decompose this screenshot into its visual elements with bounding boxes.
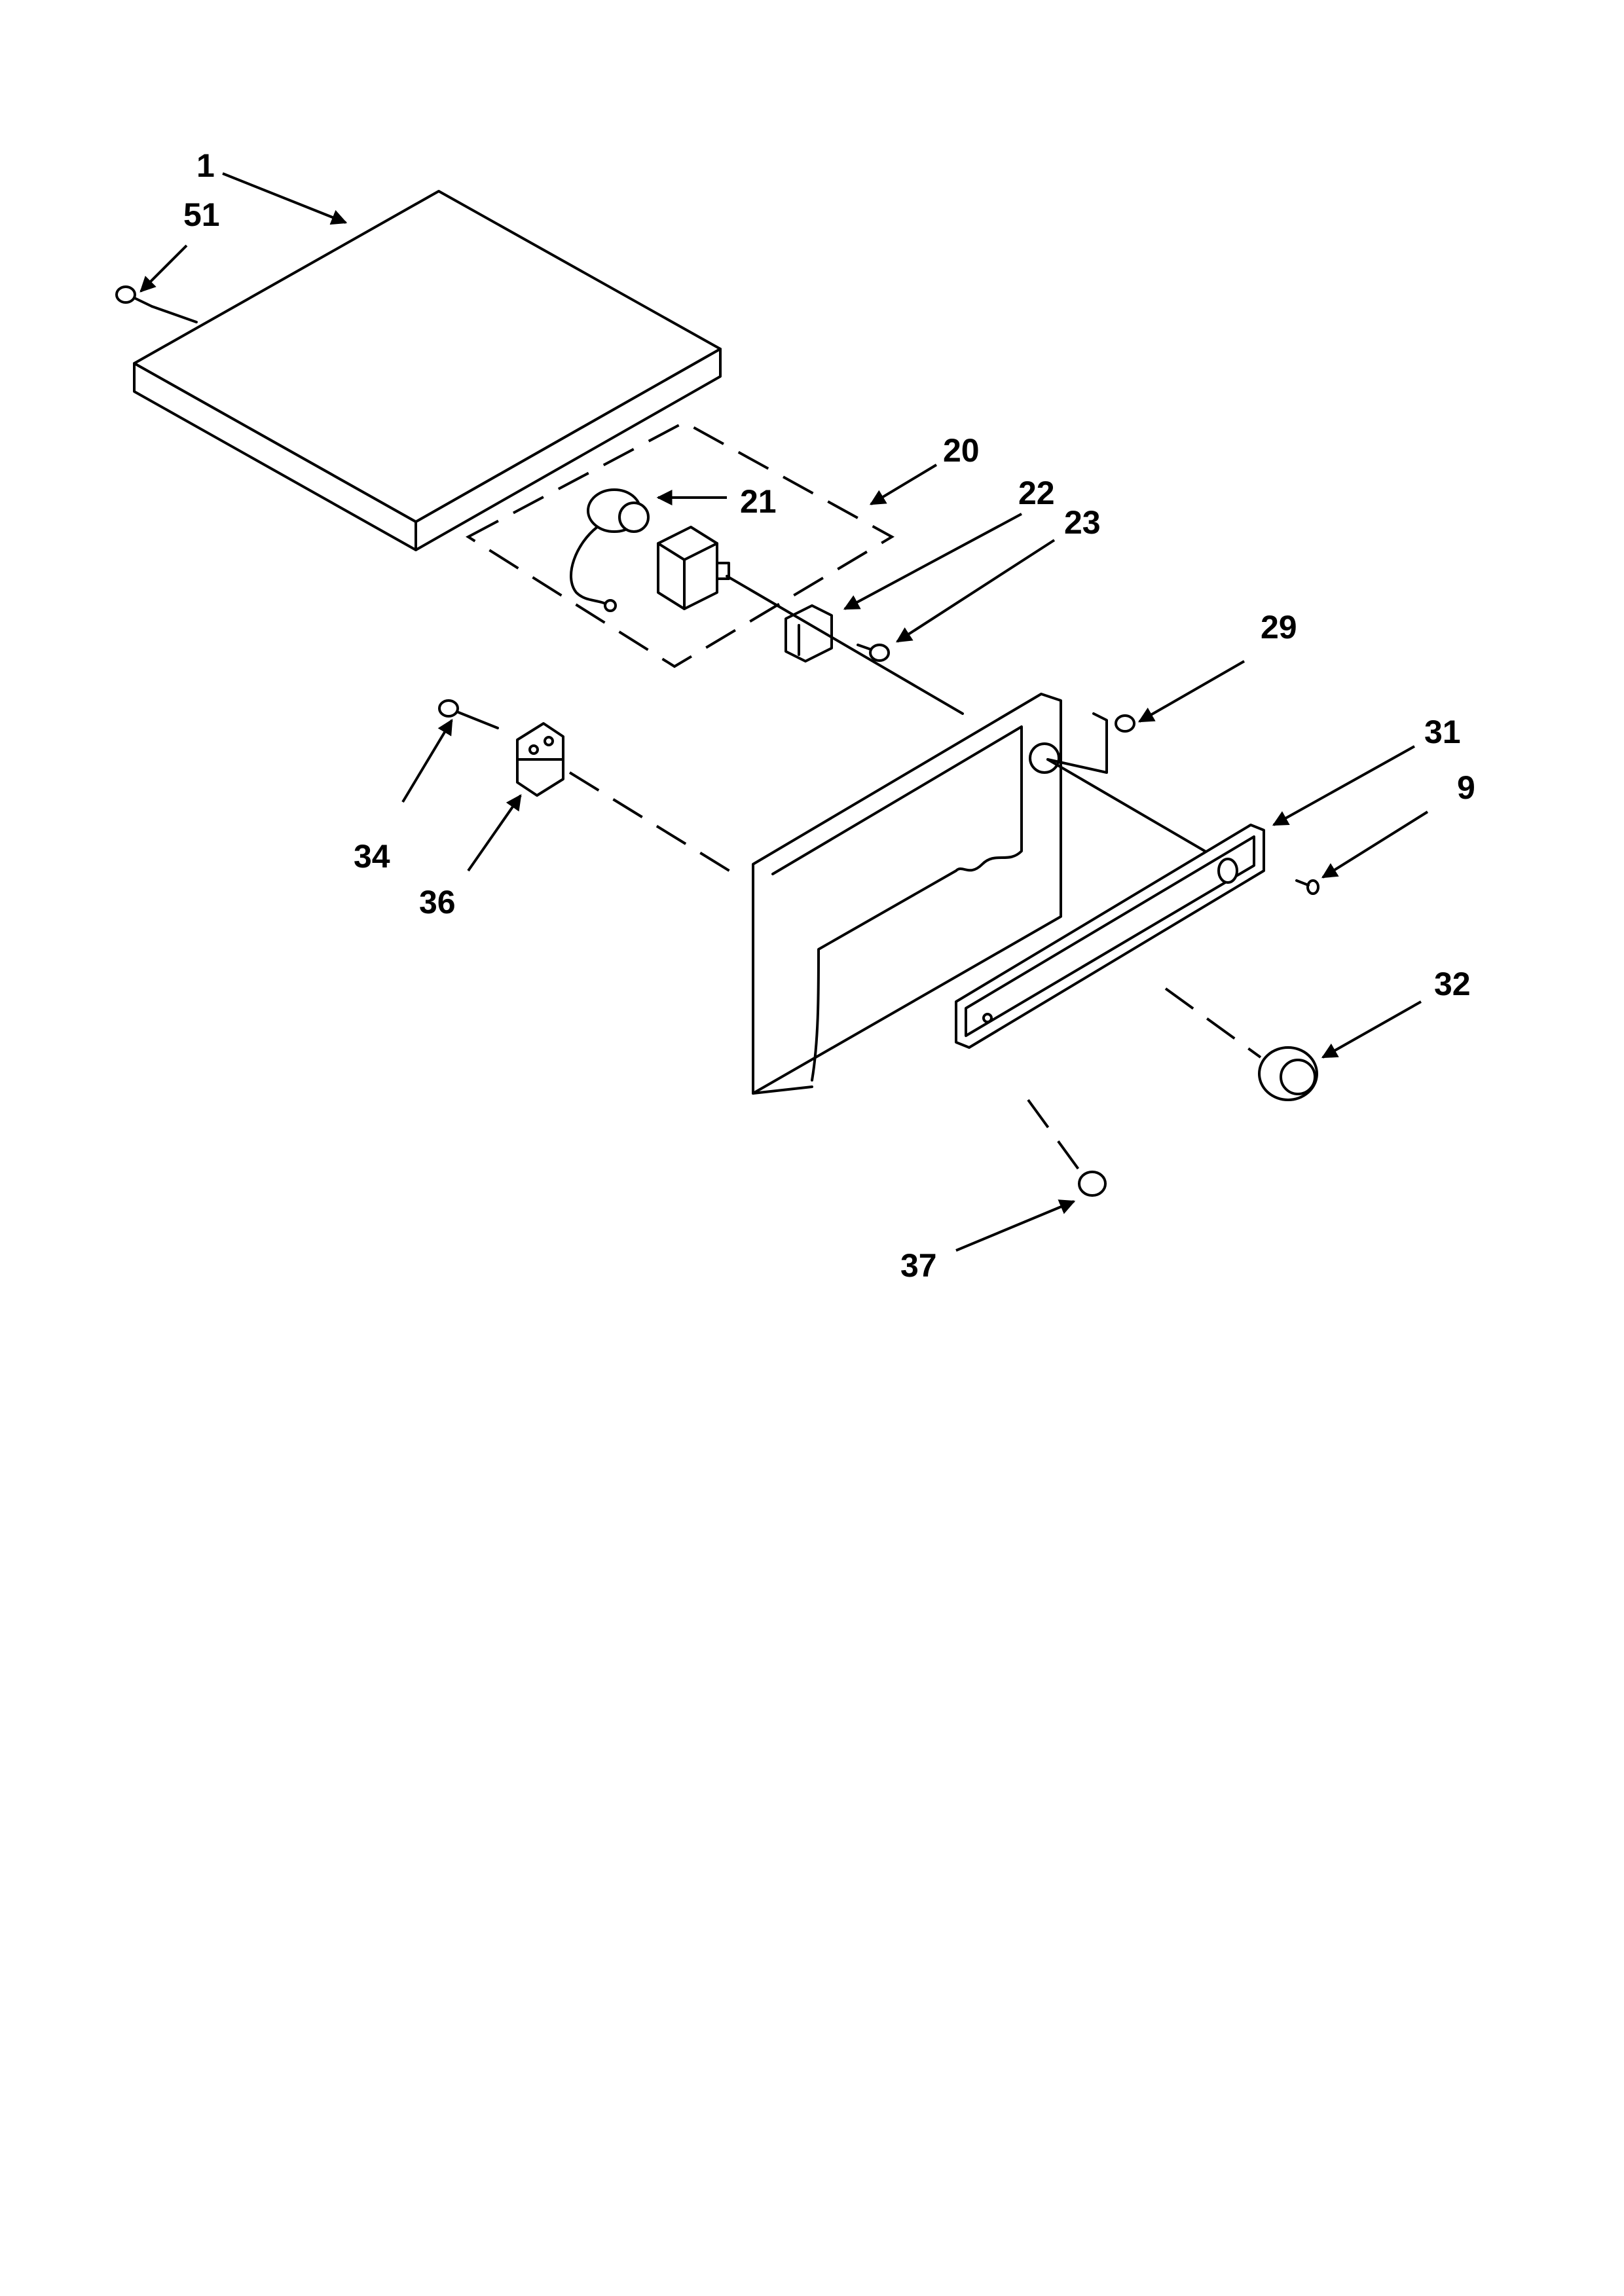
console-panel bbox=[752, 693, 1062, 1095]
callout-37: 37 bbox=[900, 1247, 937, 1284]
screw-9 bbox=[1295, 879, 1320, 895]
bracket-22 bbox=[784, 604, 833, 663]
callout-32: 32 bbox=[1434, 966, 1471, 1002]
nut-37 bbox=[1078, 1171, 1107, 1197]
callout-22: 22 bbox=[1018, 475, 1055, 511]
top-panel bbox=[133, 190, 722, 551]
screw-23 bbox=[857, 644, 890, 662]
callout-29: 29 bbox=[1261, 609, 1297, 646]
screw-29 bbox=[1046, 712, 1135, 774]
callout-36: 36 bbox=[419, 884, 456, 920]
screw-34 bbox=[438, 699, 499, 729]
timer-motor bbox=[570, 488, 650, 612]
callout-9: 9 bbox=[1457, 769, 1475, 806]
callout-34: 34 bbox=[354, 838, 390, 875]
callout-21: 21 bbox=[740, 483, 777, 520]
callout-1: 1 bbox=[196, 147, 215, 184]
screw-51 bbox=[115, 285, 198, 323]
callout-51: 51 bbox=[183, 196, 220, 233]
control-group-box bbox=[466, 420, 895, 668]
callout-20: 20 bbox=[943, 432, 980, 469]
console-housing bbox=[955, 824, 1265, 1049]
knob-32 bbox=[1258, 1046, 1318, 1101]
hinge-36 bbox=[516, 722, 564, 797]
callout-23: 23 bbox=[1064, 504, 1101, 541]
leader-lines bbox=[139, 172, 1429, 1252]
selector-switch bbox=[657, 526, 730, 610]
callout-31: 31 bbox=[1424, 714, 1461, 750]
